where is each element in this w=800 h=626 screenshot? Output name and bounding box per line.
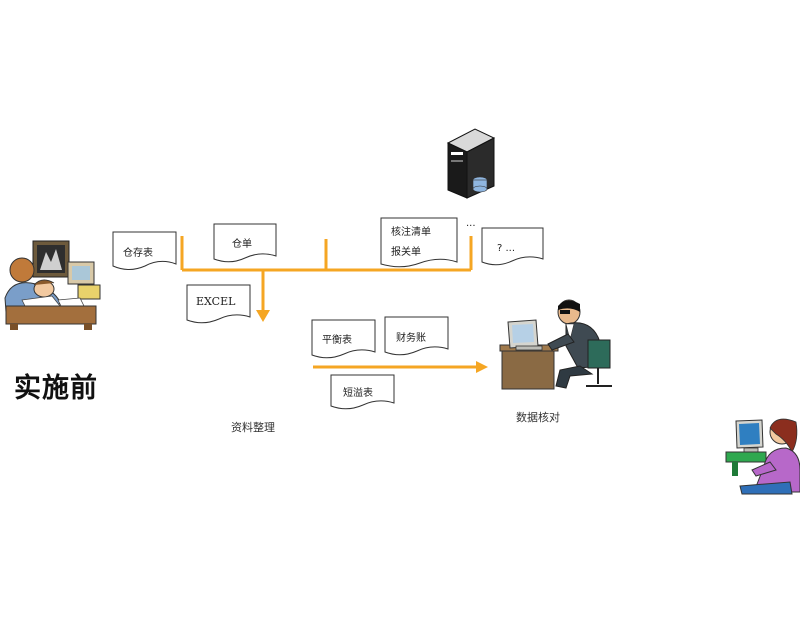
- worker-at-desk-icon: [4, 240, 101, 330]
- doc-other-label: ? ...: [497, 243, 515, 254]
- operator-at-computer-icon: [725, 418, 800, 495]
- doc-inventory-label: 仓存表: [123, 246, 153, 259]
- arrowhead-right: [476, 361, 488, 373]
- doc-finance: 财务账: [384, 316, 449, 356]
- doc-excel: EXCEL: [186, 284, 251, 324]
- manager-at-computer-icon: [499, 299, 612, 390]
- doc-balance-label: 平衡表: [322, 333, 352, 346]
- caption-data-check: 数据核对: [516, 411, 560, 424]
- doc-balance: 平衡表: [311, 319, 376, 359]
- caption-data-compile: 资料整理: [231, 421, 275, 434]
- flow-lines: [180, 236, 478, 369]
- doc-excel-label: EXCEL: [196, 295, 236, 308]
- doc-verify-list-label: 核注清单: [391, 225, 431, 238]
- stage-title: 实施前: [14, 373, 98, 404]
- arrowhead-down: [256, 310, 270, 322]
- doc-inventory: 仓存表: [112, 231, 177, 270]
- doc-shortfall: 短溢表: [330, 374, 395, 410]
- server-icon: [446, 128, 496, 199]
- doc-other: ? ...: [481, 227, 544, 266]
- doc-shortfall-label: 短溢表: [343, 386, 373, 399]
- doc-declaration-label: 报关单: [391, 245, 421, 258]
- doc-verify-declaration: 核注清单 报关单: [380, 217, 458, 268]
- ellipsis-mark: ...: [466, 218, 476, 229]
- doc-finance-label: 财务账: [396, 331, 426, 344]
- doc-warehouse: 仓单: [213, 223, 277, 263]
- doc-warehouse-label: 仓单: [232, 237, 252, 250]
